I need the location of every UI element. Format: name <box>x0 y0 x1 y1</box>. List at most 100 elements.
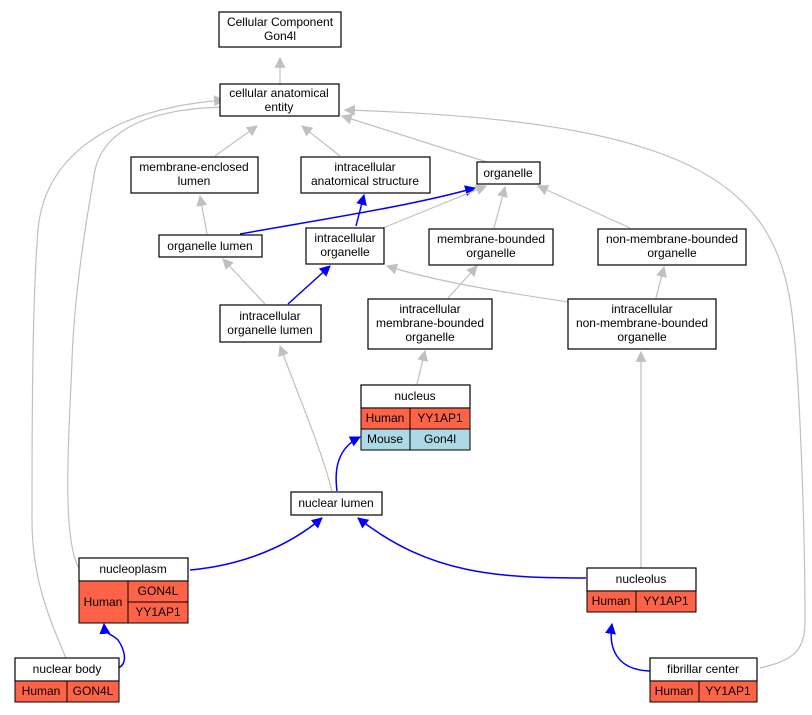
edge-intracellular-non-membrane-bounded-organelle-to-non-membrane-bounded-organelle <box>655 265 667 299</box>
node-organelle-lumen[interactable]: organelle lumen <box>158 234 263 258</box>
node-label: intracellular <box>399 302 460 316</box>
node-organelle[interactable]: organelle <box>476 161 541 185</box>
node-membrane-enclosed-lumen[interactable]: membrane-enclosed lumen <box>130 156 259 194</box>
gene-label: YY1AP1 <box>643 594 689 608</box>
node-box <box>367 298 493 350</box>
node-intracellular-organelle[interactable]: intracellular organelle <box>305 227 385 265</box>
node-nucleolus[interactable]: nucleolus Human YY1AP1 <box>586 567 697 613</box>
node-nuclear-lumen[interactable]: nuclear lumen <box>290 491 383 516</box>
edge-membrane-bounded-organelle-to-organelle <box>493 185 508 229</box>
edge-layer <box>31 56 806 672</box>
species-label: Human <box>84 595 123 609</box>
edge-nucleoplasm-to-nuclear-lumen <box>189 517 323 571</box>
edge-intracellular-organelle-to-organelle <box>382 184 488 229</box>
node-box <box>130 156 259 194</box>
edge-nucleus-to-intracellular-membrane-bounded-organelle <box>416 349 429 385</box>
node-intracellular-non-membrane-bounded-organelle[interactable]: intracellular non-membrane-bounded organ… <box>567 298 717 350</box>
node-root[interactable]: Cellular Component Gon4l <box>218 11 342 48</box>
node-label: intracellular <box>314 231 375 245</box>
node-nucleoplasm[interactable]: nucleoplasm Human GON4L YY1AP1 <box>78 557 189 624</box>
node-box <box>158 234 263 258</box>
node-fibrillar-center[interactable]: fibrillar center Human YY1AP1 <box>649 657 758 703</box>
node-label: nucleus <box>394 389 435 403</box>
node-label: fibrillar center <box>667 662 739 676</box>
edge-organelle-lumen-to-organelle <box>239 185 477 235</box>
edge-nucleolus-to-nuclear-lumen <box>357 517 587 579</box>
node-nucleus[interactable]: nucleus Human YY1AP1 Mouse Gon4l <box>360 384 471 451</box>
edge-intracellular-organelle-lumen-to-intracellular-organelle <box>287 265 331 305</box>
node-label: intracellular <box>611 302 672 316</box>
edge-membrane-enclosed-lumen-to-cellular-anatomical-entity <box>214 125 258 157</box>
node-label: organelle <box>647 246 697 260</box>
node-layer: Cellular Component Gon4l cellular anatom… <box>14 11 758 703</box>
node-label: nucleolus <box>616 572 667 586</box>
gene-cell <box>66 680 120 703</box>
gene-label: GON4L <box>73 684 114 698</box>
species-label: Human <box>655 684 694 698</box>
edge-nucleoplasm-to-cellular-anatomical-entity <box>67 101 234 571</box>
species-label: Human <box>366 411 405 425</box>
gene-cell <box>698 680 758 703</box>
edge-fibrillar-center-to-cellular-anatomical-entity <box>343 104 806 669</box>
edge-intracellular-organelle-lumen-to-organelle-lumen <box>222 258 266 305</box>
edge-nuclear-body-to-cellular-anatomical-entity <box>31 95 226 659</box>
node-box <box>290 491 383 516</box>
node-box <box>597 228 747 266</box>
node-intracellular-organelle-lumen[interactable]: intracellular organelle lumen <box>219 304 322 343</box>
node-label: organelle <box>466 246 516 260</box>
node-box <box>219 83 340 117</box>
node-label: nucleoplasm <box>99 562 166 576</box>
edge-intracellular-anatomical-structure-to-cellular-anatomical-entity <box>301 125 341 157</box>
node-label: organelle <box>617 330 667 344</box>
node-label: Gon4l <box>264 29 296 43</box>
node-box <box>428 228 554 266</box>
node-non-membrane-bounded-organelle[interactable]: non-membrane-bounded organelle <box>597 228 747 266</box>
node-box <box>476 161 541 185</box>
species-label: Human <box>592 594 631 608</box>
node-nuclear-body[interactable]: nuclear body Human GON4L <box>14 657 120 703</box>
edge-nuclear-body-to-nucleoplasm <box>99 622 126 669</box>
edge-organelle-to-cellular-anatomical-entity <box>340 113 491 164</box>
edge-fibrillar-center-to-nucleolus <box>605 622 651 672</box>
node-cellular-anatomical-entity[interactable]: cellular anatomical entity <box>219 83 340 117</box>
species-cell-human <box>78 580 129 624</box>
gene-cell <box>127 601 189 624</box>
node-intracellular-anatomical-structure[interactable]: intracellular anatomical structure <box>300 156 431 194</box>
node-label: intracellular <box>239 309 300 323</box>
node-label: Cellular Component <box>227 15 334 29</box>
node-label: membrane-bounded <box>437 232 545 246</box>
node-label: nuclear body <box>33 662 102 676</box>
node-label: organelle lumen <box>167 239 252 253</box>
node-label: entity <box>265 100 294 114</box>
edge-nuclear-lumen-to-intracellular-organelle-lumen <box>278 344 333 492</box>
node-label: non-membrane-bounded <box>606 232 738 246</box>
species-label: Human <box>22 684 61 698</box>
node-label: organelle <box>405 330 455 344</box>
gene-cell <box>409 428 471 451</box>
node-box <box>219 304 322 343</box>
node-label: membrane-enclosed <box>139 160 248 174</box>
node-intracellular-membrane-bounded-organelle[interactable]: intracellular membrane-bounded organelle <box>367 298 493 350</box>
gene-label: YY1AP1 <box>705 684 751 698</box>
gene-label: GON4L <box>138 584 179 598</box>
node-label: nuclear lumen <box>298 496 373 510</box>
node-label: organelle lumen <box>227 323 312 337</box>
node-box <box>567 298 717 350</box>
node-label: organelle <box>483 166 533 180</box>
gene-cell <box>635 590 697 613</box>
node-membrane-bounded-organelle[interactable]: membrane-bounded organelle <box>428 228 554 266</box>
edge-intracellular-organelle-to-intracellular-anatomical-structure <box>355 193 367 227</box>
edge-intracellular-membrane-bounded-organelle-to-membrane-bounded-organelle <box>447 265 478 299</box>
gene-label: YY1AP1 <box>417 411 463 425</box>
edge-nuclear-lumen-to-nucleus <box>335 436 361 492</box>
node-box <box>218 11 342 48</box>
node-label: intracellular <box>334 160 395 174</box>
edge-organelle-lumen-to-membrane-enclosed-lumen <box>196 194 208 235</box>
gene-label: Gon4l <box>424 432 456 446</box>
gene-label: YY1AP1 <box>135 605 181 619</box>
node-label: cellular anatomical <box>229 86 328 100</box>
node-label: lumen <box>178 174 211 188</box>
node-label: non-membrane-bounded <box>576 316 708 330</box>
node-label: anatomical structure <box>311 174 419 188</box>
